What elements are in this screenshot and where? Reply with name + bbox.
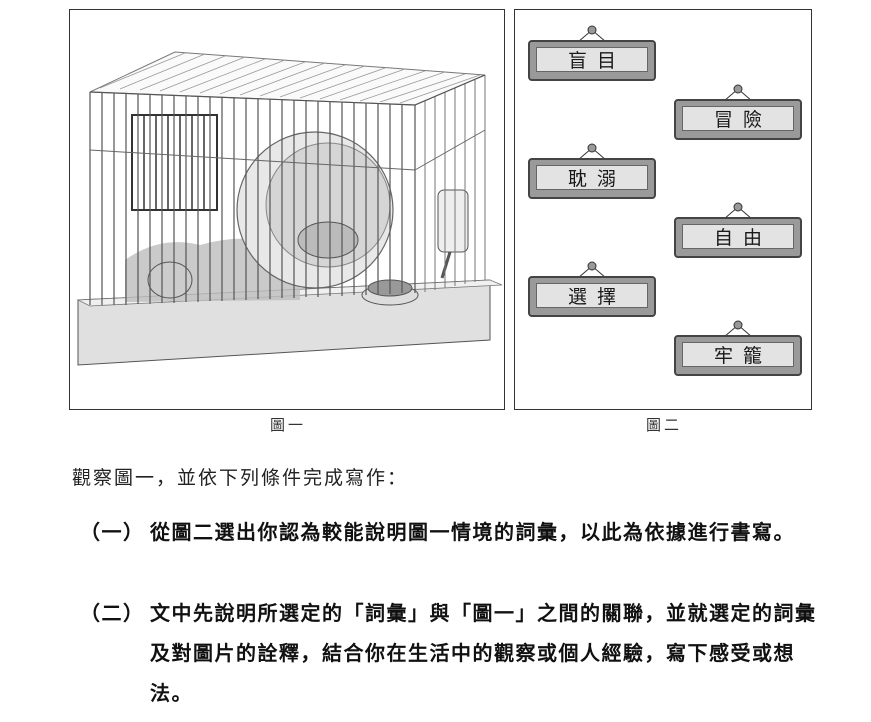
sign-label: 自由 [682, 224, 794, 249]
instructions-intro: 觀察圖一，並依下列條件完成寫作： [72, 467, 409, 489]
sign-label: 牢籠 [682, 342, 794, 367]
word-sign-freedom: 自由 [674, 202, 802, 258]
sign-label: 選擇 [536, 283, 648, 308]
requirement-number: （二） [80, 601, 145, 625]
word-sign-blind: 盲目 [528, 25, 656, 81]
requirement-text: 從圖二選出你認為較能說明圖一情境的詞彙，以此為依據進行書寫。 [150, 520, 795, 544]
word-sign-indulge: 耽溺 [528, 143, 656, 199]
hanging-hook-icon [577, 143, 607, 161]
requirement-text: 文中先說明所選定的「詞彙」與「圖一」之間的關聯，並就選定的詞彙及對圖片的詮釋，結… [150, 601, 817, 705]
sign-label: 盲目 [536, 47, 648, 72]
figure-2-caption: 圖二 [646, 416, 683, 434]
figure-1-caption: 圖一 [270, 416, 307, 434]
hamster-cage-illustration [76, 51, 503, 366]
word-sign-adventure: 冒險 [674, 84, 802, 140]
sign-label: 耽溺 [536, 165, 648, 190]
figure-2-word-signs: 盲目 冒險 耽溺 自由 選擇 牢籠 [514, 9, 812, 410]
word-sign-cage: 牢籠 [674, 320, 802, 376]
figure-1-hamster-cage [69, 9, 505, 410]
word-sign-choice: 選擇 [528, 261, 656, 317]
sign-label: 冒險 [682, 106, 794, 131]
requirement-number: （一） [80, 520, 145, 544]
